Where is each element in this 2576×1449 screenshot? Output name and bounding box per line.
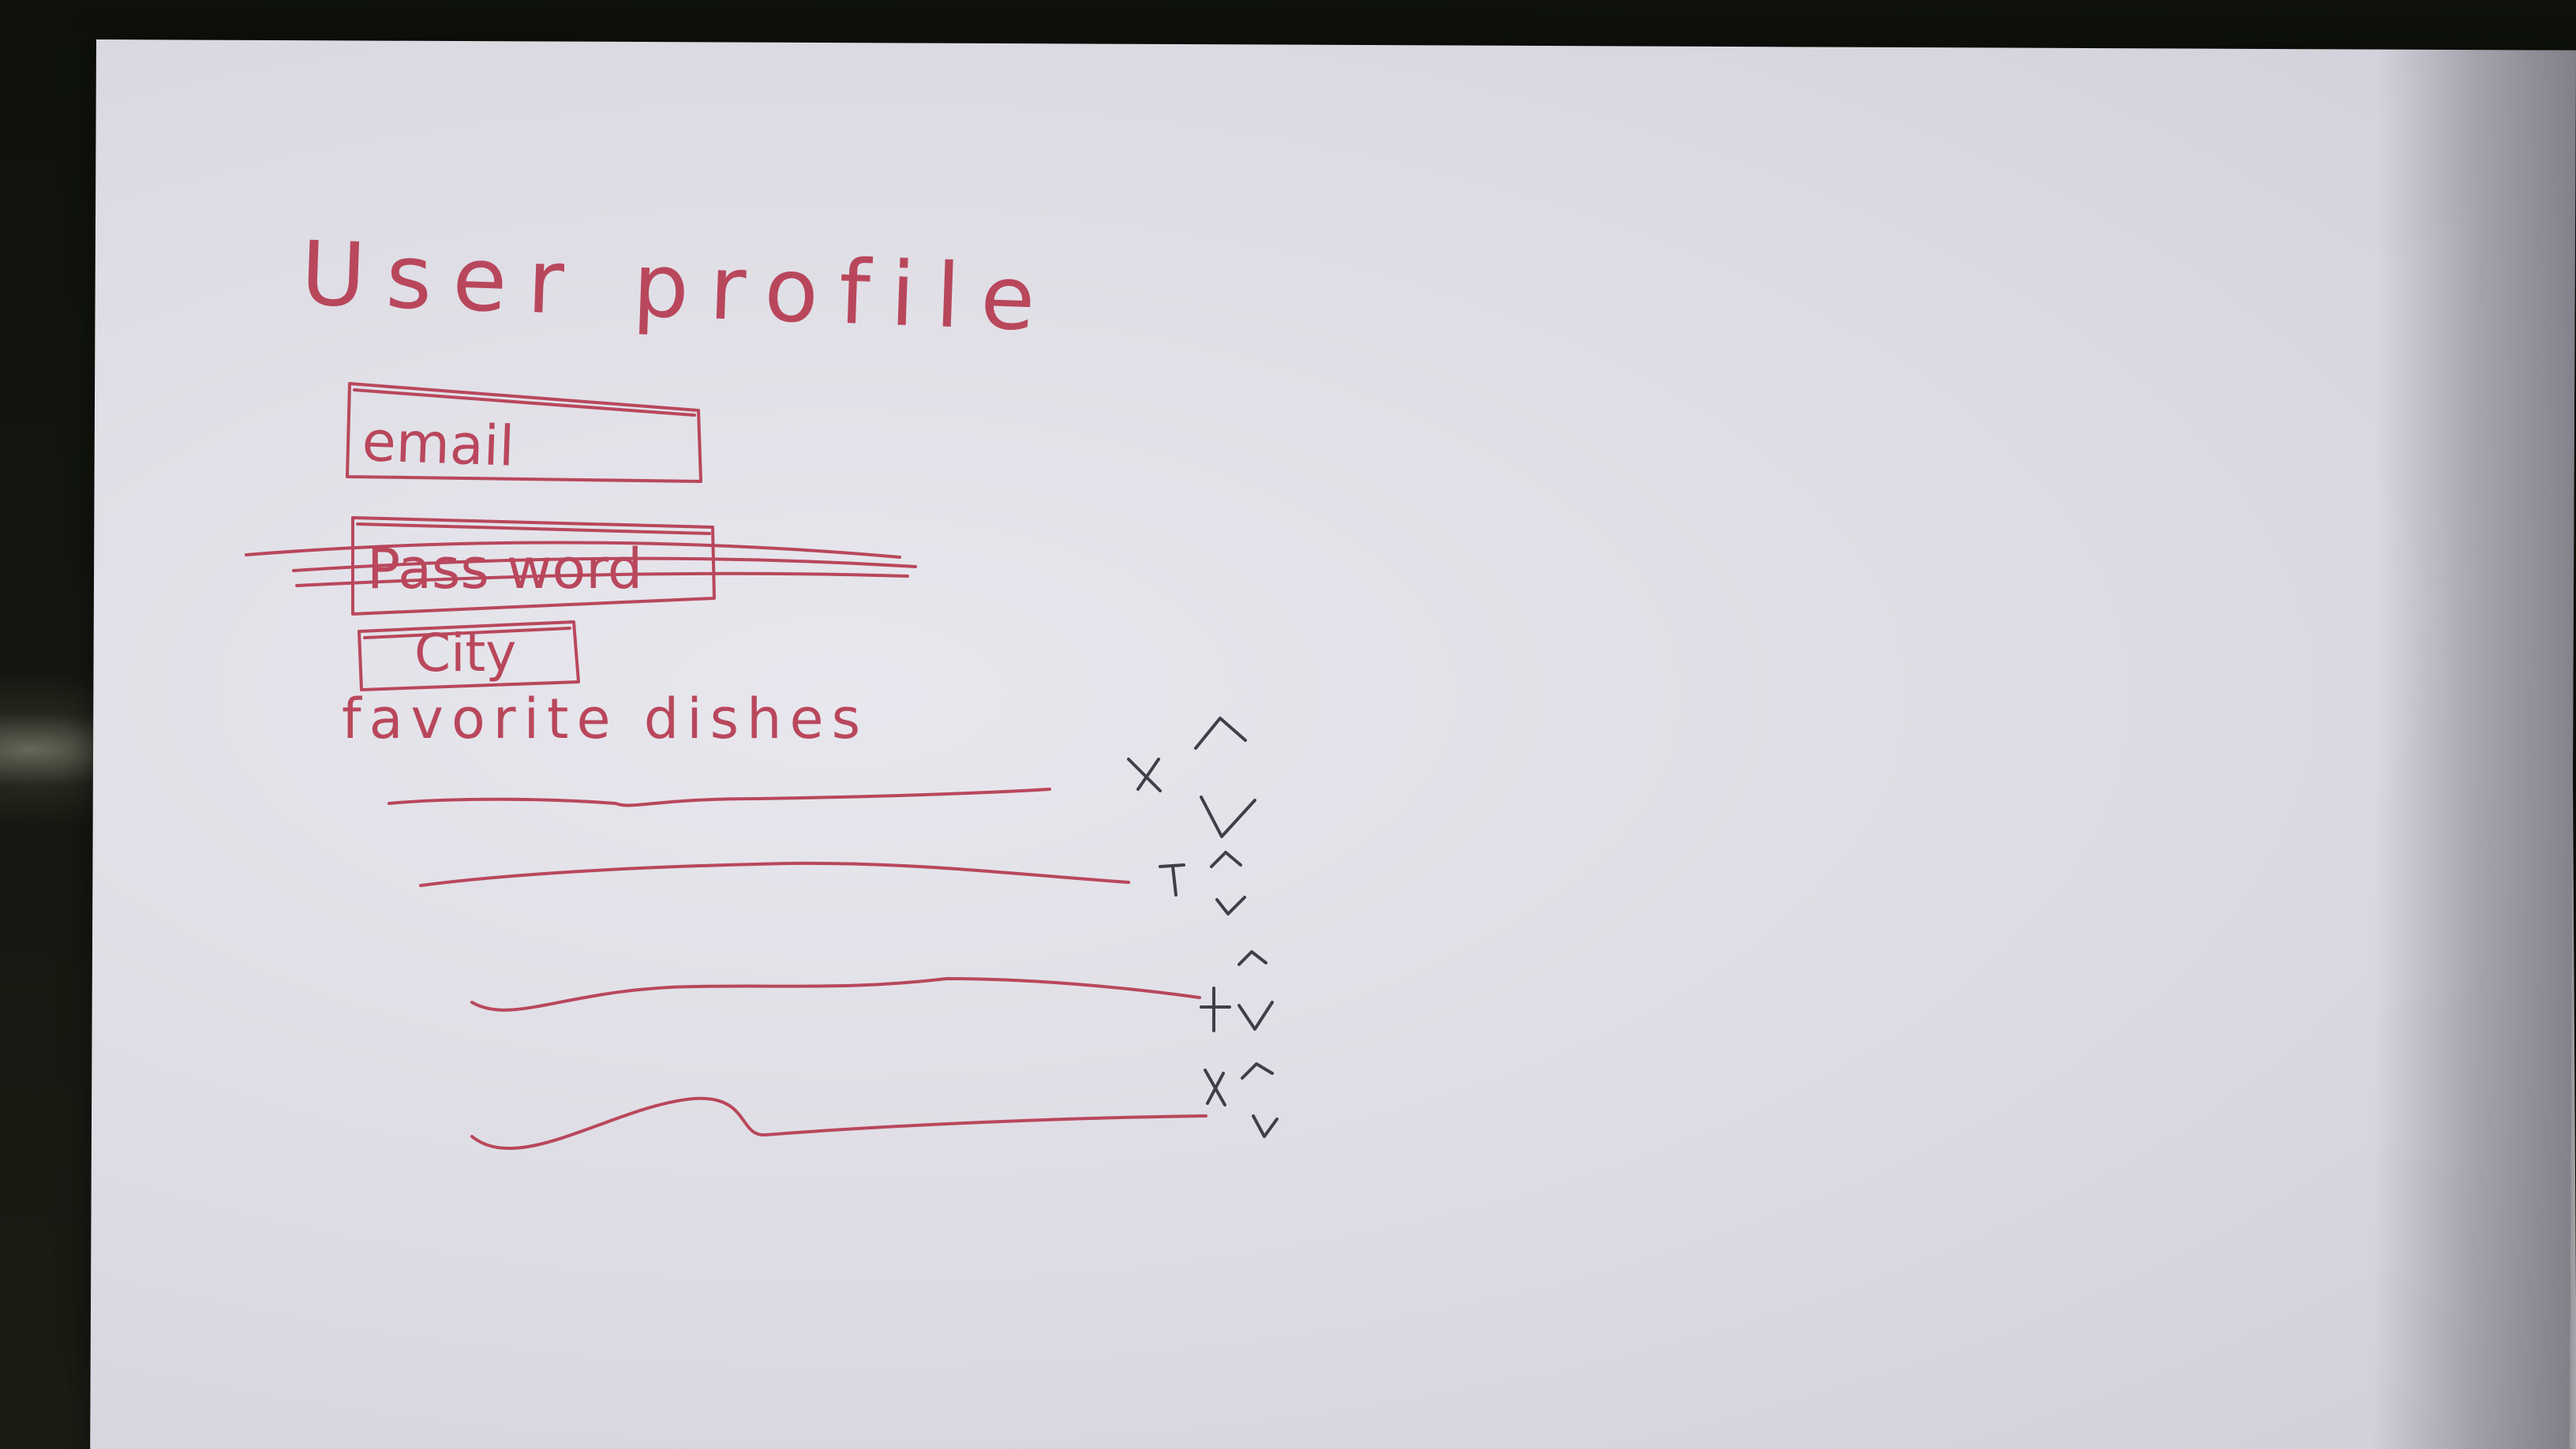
dish-input-line[interactable] (470, 977, 1201, 1012)
list-item (388, 717, 1256, 838)
move-up-chevron-up-icon[interactable] (1241, 1062, 1274, 1080)
page-title: User profile (299, 223, 1058, 351)
dish-list (388, 717, 1279, 1151)
password-field-label: Pass word (367, 537, 642, 601)
dish-input-line[interactable] (419, 861, 1130, 887)
remove-dish-x-icon[interactable] (1127, 758, 1162, 792)
password-strikethrough (245, 541, 917, 587)
email-field-label: email (361, 409, 515, 479)
list-item (419, 851, 1246, 915)
move-down-chevron-down-icon[interactable] (1200, 796, 1256, 838)
move-down-chevron-down-icon[interactable] (1237, 1001, 1274, 1031)
list-item (470, 950, 1274, 1032)
city-field[interactable]: City (358, 620, 580, 691)
move-up-chevron-up-icon[interactable] (1194, 717, 1247, 750)
remove-dish-x-icon[interactable] (1204, 1069, 1226, 1106)
move-up-chevron-up-icon[interactable] (1237, 950, 1267, 966)
city-field-label: City (414, 623, 516, 683)
move-up-chevron-up-icon[interactable] (1210, 851, 1242, 868)
move-down-chevron-down-icon[interactable] (1252, 1114, 1279, 1138)
password-field[interactable]: Pass word (245, 516, 917, 616)
favorite-dishes-label: favorite dishes (342, 687, 868, 751)
list-item (470, 1062, 1279, 1151)
email-field[interactable]: email (346, 382, 702, 483)
dish-input-line[interactable] (388, 788, 1051, 807)
dish-input-line[interactable] (470, 1096, 1208, 1151)
remove-dish-x-icon[interactable] (1159, 863, 1185, 897)
move-down-chevron-down-icon[interactable] (1215, 896, 1246, 915)
remove-dish-x-icon[interactable] (1200, 987, 1231, 1032)
